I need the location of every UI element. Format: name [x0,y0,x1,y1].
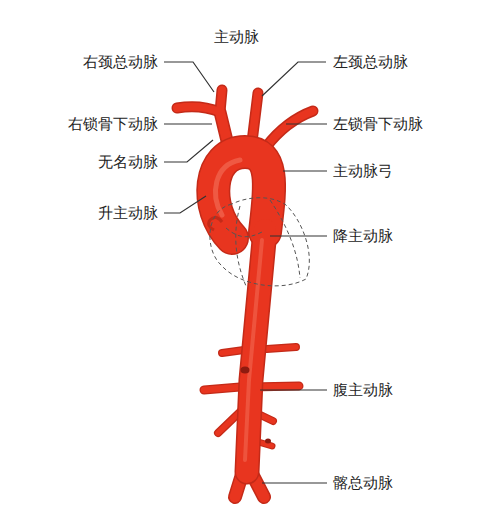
part-label: 腹主动脉 [333,381,393,399]
part-label: 升主动脉 [98,204,158,222]
part-label: 无名动脉 [98,153,158,171]
part-label: 左颈总动脉 [333,53,408,71]
part-label: 右锁骨下动脉 [68,115,158,133]
part-label: 主动脉弓 [333,162,393,180]
part-label: 降主动脉 [333,227,393,245]
part-label: 左锁骨下动脉 [333,115,423,133]
part-label: 髂总动脉 [333,474,393,492]
part-label: 右颈总动脉 [83,53,158,71]
diagram-title: 主动脉 [214,28,259,46]
